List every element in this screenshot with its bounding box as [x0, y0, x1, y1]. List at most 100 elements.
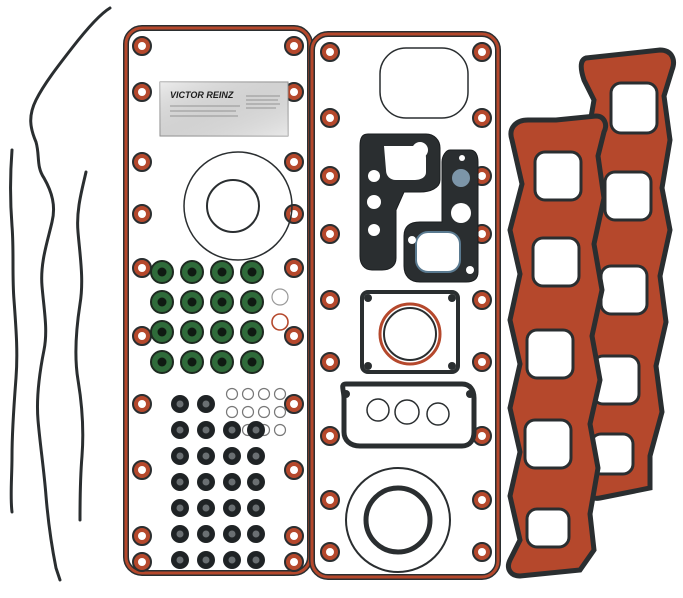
seal-strip-right [74, 170, 88, 522]
bolt-hole [326, 172, 334, 180]
seal-washer-bore [176, 478, 184, 486]
bolt-hole [138, 332, 146, 340]
seal-washer-bore [202, 478, 210, 486]
intake-manifold-gasket-left [505, 113, 609, 579]
black-seal-washers [171, 395, 265, 569]
front-crank-seal [378, 302, 442, 366]
stem-seal-bore [187, 267, 197, 277]
bolt-hole [326, 548, 334, 556]
intake-port [609, 81, 659, 135]
bolt-hole [138, 400, 146, 408]
bolt-hole [290, 558, 298, 566]
bolt-hole [478, 114, 486, 122]
intake-port [603, 170, 653, 222]
stem-seal-bore [247, 297, 257, 307]
stem-seal-bore [217, 267, 227, 277]
stem-seal-bore [247, 327, 257, 337]
intake-right-ports [589, 81, 659, 476]
o-ring-inner [206, 179, 260, 233]
bolt-hole [478, 296, 486, 304]
bolt-hole [138, 532, 146, 540]
bolt-hole [138, 210, 146, 218]
bolt-hole [290, 158, 298, 166]
stem-seal-bore [247, 267, 257, 277]
seal-washer-bore [176, 504, 184, 512]
seal-washer-bore [228, 452, 236, 460]
bolt-hole [138, 88, 146, 96]
intake-port [525, 328, 575, 380]
three-hole-gasket [340, 381, 477, 449]
seal-washer-bore [176, 426, 184, 434]
seal-strip-long [29, 6, 112, 582]
intake-port [523, 418, 573, 470]
intake-left-ports [523, 150, 583, 549]
bolt-hole [326, 48, 334, 56]
stem-seal-bore [157, 357, 167, 367]
bolt-hole [326, 432, 334, 440]
bolt-hole [290, 332, 298, 340]
bolt-hole [290, 466, 298, 474]
seal-washer-bore [228, 478, 236, 486]
bolt-hole [138, 42, 146, 50]
intake-port [531, 236, 581, 288]
seal-washer-bore [252, 556, 260, 564]
bolt-hole [478, 48, 486, 56]
stem-seal-bore [187, 357, 197, 367]
seal-washer-bore [202, 530, 210, 538]
valve-cover-gasket-left [123, 25, 313, 576]
small-o-ring [257, 405, 271, 419]
seal-washer-bore [252, 478, 260, 486]
bolt-hole [478, 496, 486, 504]
stem-seal-bore [157, 297, 167, 307]
packet-fine-print [170, 95, 280, 117]
seal-washer-bore [252, 504, 260, 512]
seal-washer-bore [252, 452, 260, 460]
o-rings-large [183, 151, 293, 261]
small-o-ring [273, 387, 287, 401]
stem-seal-bore [217, 357, 227, 367]
bolt-ears-left [132, 36, 304, 572]
seal-washer-bore [202, 426, 210, 434]
o-ring-outer [183, 151, 293, 261]
stem-seal-bore [217, 297, 227, 307]
bolt-hole [290, 42, 298, 50]
seal-washer-bore [176, 530, 184, 538]
water-outlet-gaskets [359, 133, 479, 283]
seal-washer-bore [228, 530, 236, 538]
bolt-hole [326, 296, 334, 304]
instruction-packet: VICTOR REINZ [159, 81, 289, 137]
seal-washer-bore [176, 556, 184, 564]
stem-seal-bore [187, 297, 197, 307]
stem-seal-bore [217, 327, 227, 337]
small-o-ring [273, 405, 287, 419]
bolt-hole [326, 230, 334, 238]
bolt-hole [290, 264, 298, 272]
small-o-ring [241, 405, 255, 419]
seal-washer-bore [202, 452, 210, 460]
bolt-hole [478, 172, 486, 180]
small-o-ring [241, 387, 255, 401]
bolt-hole [478, 230, 486, 238]
seal-washer-bore [202, 400, 210, 408]
stem-seal-bore [247, 357, 257, 367]
small-o-ring [273, 423, 287, 437]
oval-gasket [379, 47, 469, 119]
bolt-hole [138, 264, 146, 272]
bolt-hole [478, 358, 486, 366]
valve-stem-seals [150, 260, 264, 374]
o-rings-side [271, 288, 289, 331]
bolt-hole [138, 158, 146, 166]
front-cover-gasket [360, 290, 460, 374]
bolt-hole [138, 558, 146, 566]
bolt-hole [290, 88, 298, 96]
bolt-hole [138, 466, 146, 474]
intake-port [533, 150, 583, 202]
small-o-ring [225, 405, 239, 419]
timing-cover-seal-strips [9, 6, 112, 582]
seal-washer-bore [228, 504, 236, 512]
small-o-ring [257, 387, 271, 401]
seal-washer-bore [202, 556, 210, 564]
seal-washer-bore [228, 556, 236, 564]
bolt-hole [326, 114, 334, 122]
